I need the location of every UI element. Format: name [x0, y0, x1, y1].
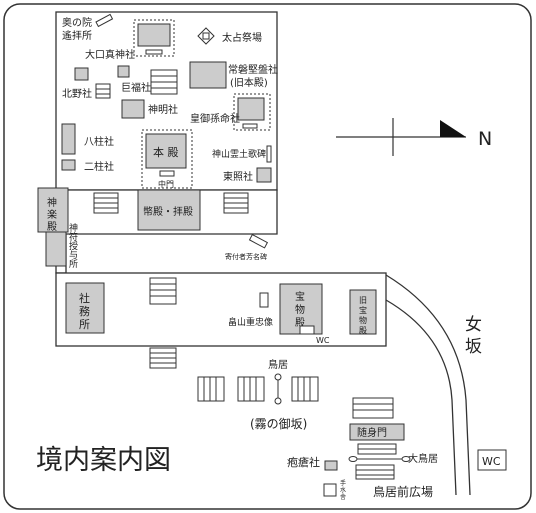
kofuku-shrine — [117, 65, 130, 78]
hashira2-shrine — [61, 159, 76, 171]
upper-stairs — [149, 277, 177, 305]
kiri-misaka-steps — [197, 376, 319, 402]
label-homotsu-1: 宝 — [295, 290, 305, 303]
otorii-post-left — [348, 456, 358, 462]
svg-text:物: 物 — [359, 315, 367, 325]
zuishin-stairs — [352, 397, 394, 419]
label-tokiwa-sub: (旧本殿) — [230, 76, 268, 89]
label-hoso: 疱瘡社 — [287, 455, 320, 469]
label-shamusho-1: 社 — [79, 291, 90, 305]
label-shinpu: 神符授与所 — [67, 222, 78, 269]
label-shinmei: 神明社 — [148, 103, 178, 116]
hashira8-shrine — [61, 123, 76, 155]
label-kamiyama: 神山霊土歌碑 — [212, 148, 266, 160]
label-zuishin: 随身門 — [357, 426, 387, 439]
wc-box — [477, 449, 507, 471]
label-kagura-1: 神 — [47, 196, 57, 209]
svg-text:殿: 殿 — [295, 317, 305, 329]
shinmei-shrine — [121, 99, 145, 119]
label-taisenjo: 太占祭場 — [222, 31, 262, 44]
koso-shrine — [237, 97, 265, 121]
label-tosho: 東照社 — [223, 170, 253, 183]
label-torii: 鳥居 — [268, 358, 288, 371]
kamiyama-monument — [266, 145, 272, 163]
svg-text:坂: 坂 — [465, 337, 482, 357]
svg-text:舎: 舎 — [340, 494, 346, 501]
svg-text:水: 水 — [340, 486, 346, 494]
hoso-shrine — [324, 460, 338, 471]
hiroba-stairs — [355, 464, 395, 480]
temizusha — [323, 483, 337, 497]
svg-text:物: 物 — [295, 303, 305, 316]
map-title: 境内案内図 — [36, 445, 171, 476]
kitano-stairs — [95, 83, 111, 99]
torii-post-top — [274, 373, 282, 381]
compass-north-label: N — [478, 128, 492, 150]
svg-text:宝: 宝 — [359, 305, 367, 315]
honden-enclosure — [141, 129, 193, 189]
svg-text:殿: 殿 — [359, 326, 367, 335]
label-hashira8: 八柱社 — [84, 135, 114, 148]
lower-compound-area — [55, 272, 387, 347]
label-kiri: (霧の御坂) — [250, 416, 307, 431]
svg-text:所: 所 — [79, 318, 90, 331]
tokiwa-shrine — [189, 61, 227, 89]
svg-text:楽: 楽 — [47, 208, 57, 221]
kifu-monument — [248, 233, 269, 249]
label-chumon: 中門 — [158, 179, 174, 189]
chumon-gate — [159, 170, 175, 177]
label-okunoin: 奥の院 — [62, 16, 92, 29]
zuishinmon — [349, 423, 405, 441]
label-kitano: 北野社 — [62, 87, 92, 100]
label-temizusha-1: 手 — [340, 479, 346, 487]
koso-enclosure — [233, 93, 271, 131]
label-wc: WC — [482, 455, 501, 468]
oguchi-shrine-enclosure — [133, 19, 175, 57]
svg-text:務: 務 — [79, 304, 90, 318]
onnazaka-path — [385, 274, 471, 496]
north-arrow-icon — [440, 120, 466, 137]
yohaisho-marker — [95, 13, 114, 28]
label-onnazaka-1: 女 — [465, 315, 482, 335]
tosho-shrine — [256, 167, 272, 183]
label-hiroba: 鳥居前広場 — [373, 484, 433, 499]
label-wc-small: WC — [316, 336, 330, 345]
label-oguchi: 大口真神社 — [85, 48, 135, 61]
label-hashira2: 二柱社 — [84, 160, 114, 173]
oguchi-shrine — [137, 23, 171, 47]
label-kifu: 寄付者芳名碑 — [225, 252, 267, 261]
kyu-homotsuden — [349, 289, 377, 335]
svg-text:殿: 殿 — [47, 221, 57, 233]
label-koso: 皇御孫命社 — [190, 112, 240, 125]
torii-post-bottom — [274, 397, 282, 405]
honden — [145, 133, 187, 169]
wc-small-box — [299, 325, 315, 335]
kitano-shrine — [74, 67, 89, 81]
shamusho — [65, 282, 105, 334]
heiden-haiden — [137, 189, 201, 231]
hatakeyama-statue — [259, 292, 269, 308]
label-otorii: 大鳥居 — [408, 452, 438, 465]
label-yohaisho: 遙拝所 — [62, 29, 92, 42]
label-heiden: 幣殿・拝殿 — [143, 205, 193, 218]
label-kofuku: 巨福社 — [121, 81, 151, 94]
kagura-hall — [37, 187, 69, 233]
label-honden: 本 殿 — [153, 145, 179, 159]
label-tokiwa: 常磐堅盤社 — [228, 63, 278, 76]
label-kyu-homotsu-1: 旧 — [359, 296, 367, 305]
label-hatakeyama: 畠山重忠像 — [228, 316, 273, 328]
